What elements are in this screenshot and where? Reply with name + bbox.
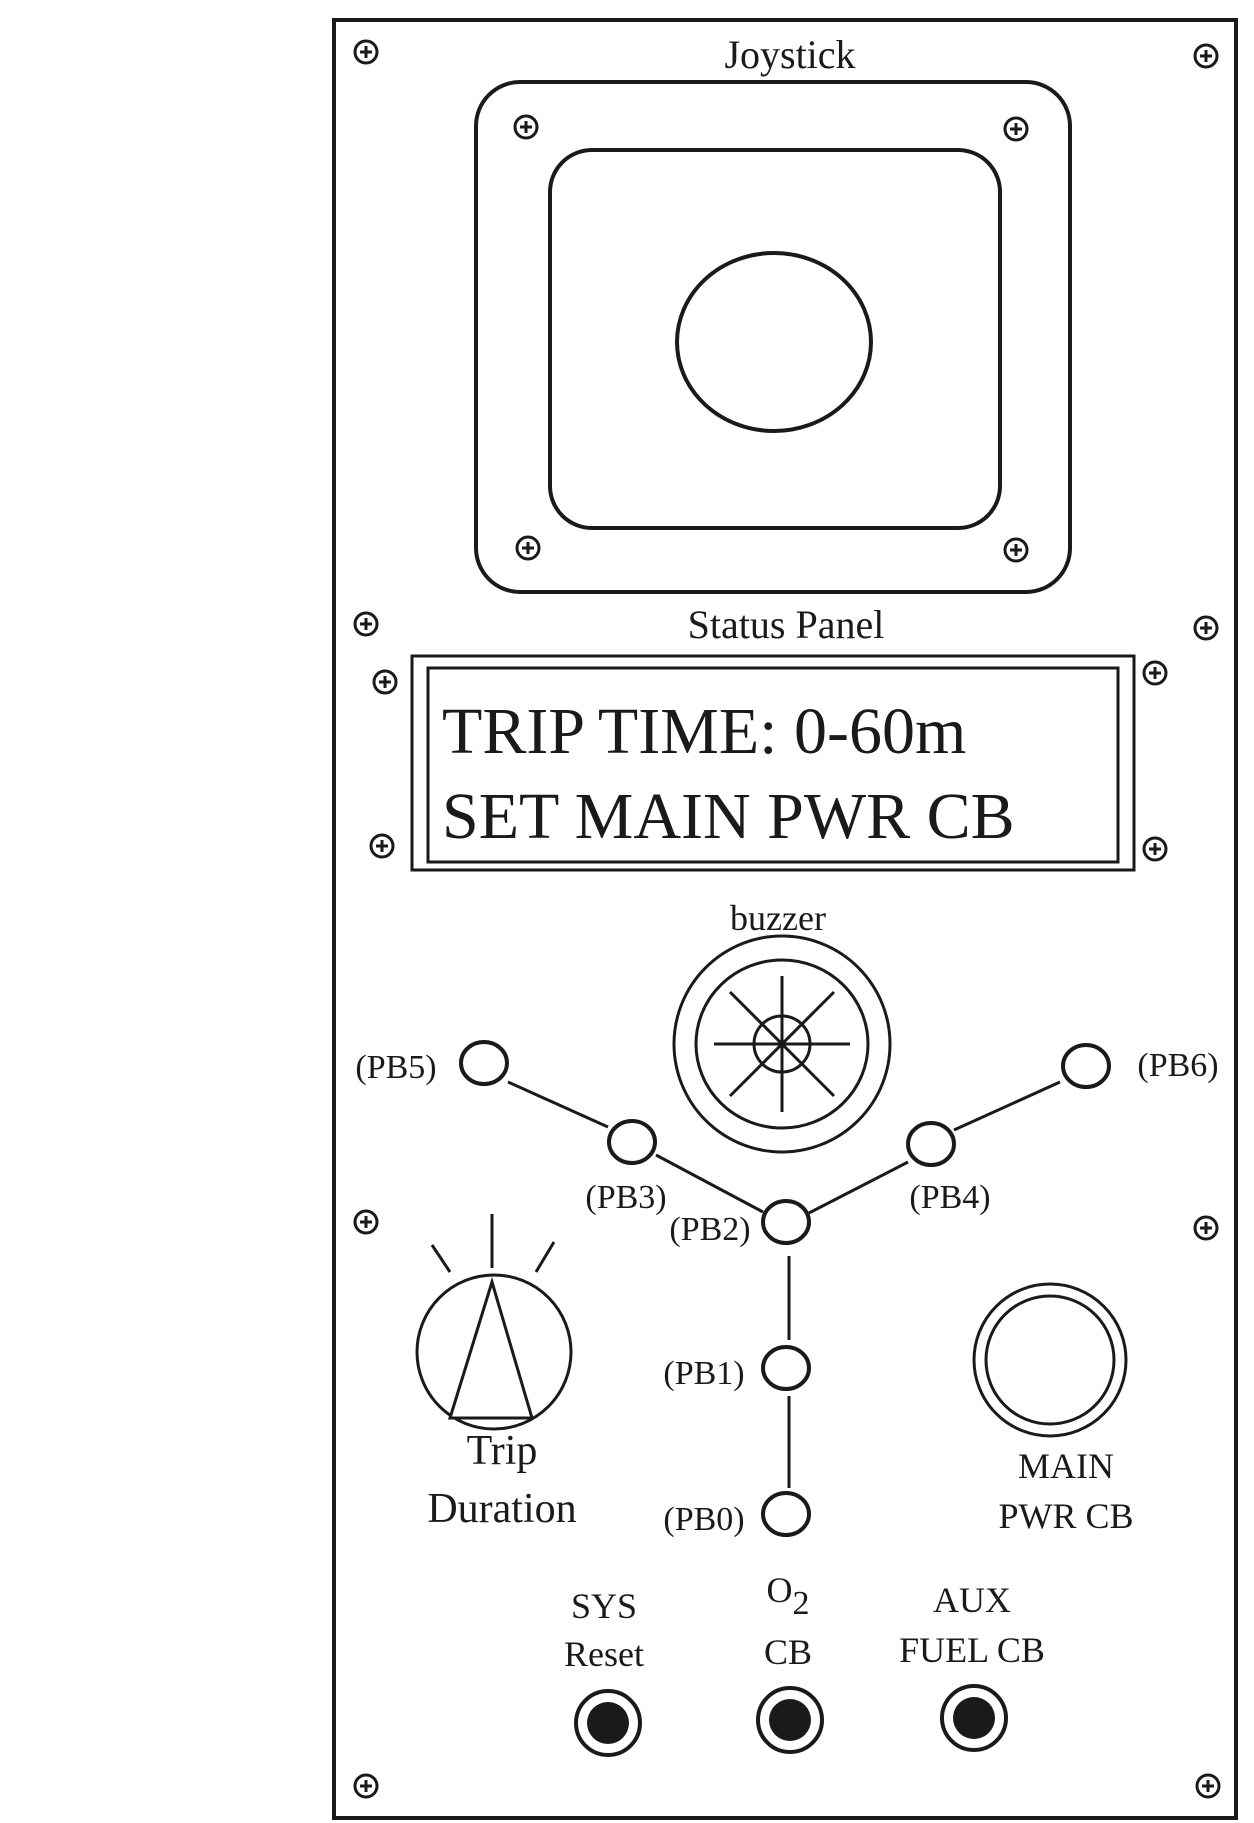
screw-icon bbox=[513, 114, 539, 140]
joystick-boot bbox=[548, 148, 1002, 530]
screw-icon bbox=[515, 535, 541, 561]
sys-reset-jack-icon[interactable] bbox=[574, 1689, 642, 1757]
screw-icon bbox=[353, 39, 379, 65]
pushbutton-wiring bbox=[507, 1080, 1061, 1488]
o2-label-subscript: 2 bbox=[793, 1585, 810, 1622]
screw-icon bbox=[1193, 615, 1219, 641]
screw-icon bbox=[1193, 1215, 1219, 1241]
pb1-label: (PB1) bbox=[663, 1355, 744, 1392]
aux-fuel-cb-label-line1: AUX bbox=[933, 1580, 1011, 1620]
status-line-1: TRIP TIME: 0-60m bbox=[442, 695, 966, 768]
screw-icon bbox=[353, 1209, 379, 1235]
screw-icon bbox=[1003, 537, 1029, 563]
pb2-label: (PB2) bbox=[669, 1211, 750, 1248]
screw-icon bbox=[353, 611, 379, 637]
trip-duration-label-line1: Trip bbox=[467, 1428, 538, 1474]
o2-label-o: O bbox=[767, 1570, 793, 1610]
panel-frame bbox=[332, 18, 1238, 1820]
aux-fuel-cb-jack-icon[interactable] bbox=[940, 1684, 1008, 1752]
main-pwr-cb-label-line2: PWR CB bbox=[998, 1496, 1133, 1536]
main-pwr-cb-button[interactable] bbox=[972, 1282, 1128, 1438]
buzzer-label: buzzer bbox=[730, 898, 826, 938]
aux-fuel-cb-label-line2: FUEL CB bbox=[899, 1630, 1045, 1670]
pushbutton-pb6[interactable] bbox=[1061, 1043, 1111, 1089]
screw-icon bbox=[1195, 1773, 1221, 1799]
pb4-label: (PB4) bbox=[909, 1179, 990, 1216]
sys-reset-label-line2: Reset bbox=[564, 1634, 644, 1674]
trip-duration-label-line2: Duration bbox=[427, 1486, 576, 1532]
pb5-label: (PB5) bbox=[355, 1049, 436, 1086]
pb0-label: (PB0) bbox=[663, 1501, 744, 1538]
screw-icon bbox=[372, 669, 398, 695]
knob-icon[interactable] bbox=[415, 1214, 573, 1431]
main-pwr-cb-label-line1: MAIN bbox=[1018, 1446, 1114, 1486]
pb3-label: (PB3) bbox=[585, 1179, 666, 1216]
pushbutton-pb2[interactable] bbox=[761, 1199, 811, 1245]
sys-reset-label-line1: SYS bbox=[571, 1586, 637, 1626]
pushbutton-pb0[interactable] bbox=[761, 1491, 811, 1537]
status-line-2: SET MAIN PWR CB bbox=[442, 780, 1015, 853]
o2-cb-label-line2: CB bbox=[764, 1632, 812, 1672]
pushbutton-pb5[interactable] bbox=[459, 1040, 509, 1086]
o2-cb-jack-icon[interactable] bbox=[756, 1686, 824, 1754]
o2-label: O2 bbox=[767, 1570, 810, 1622]
pb6-label: (PB6) bbox=[1137, 1047, 1218, 1084]
joystick-mount bbox=[474, 80, 1072, 594]
status-display-outer bbox=[410, 654, 1136, 872]
screw-icon bbox=[1142, 836, 1168, 862]
status-display-inner bbox=[426, 666, 1120, 864]
joystick-label: Joystick bbox=[724, 32, 855, 77]
screw-icon bbox=[1142, 660, 1168, 686]
screw-icon bbox=[1193, 43, 1219, 69]
screw-icon bbox=[1003, 116, 1029, 142]
pushbutton-pb4[interactable] bbox=[906, 1121, 956, 1167]
pushbutton-pb1[interactable] bbox=[761, 1345, 811, 1391]
screw-icon bbox=[353, 1773, 379, 1799]
status-panel-label: Status Panel bbox=[688, 602, 885, 647]
buzzer-grille-icon bbox=[672, 934, 892, 1154]
joystick-knob[interactable] bbox=[675, 251, 873, 433]
pushbutton-pb3[interactable] bbox=[607, 1119, 657, 1165]
screw-icon bbox=[369, 833, 395, 859]
